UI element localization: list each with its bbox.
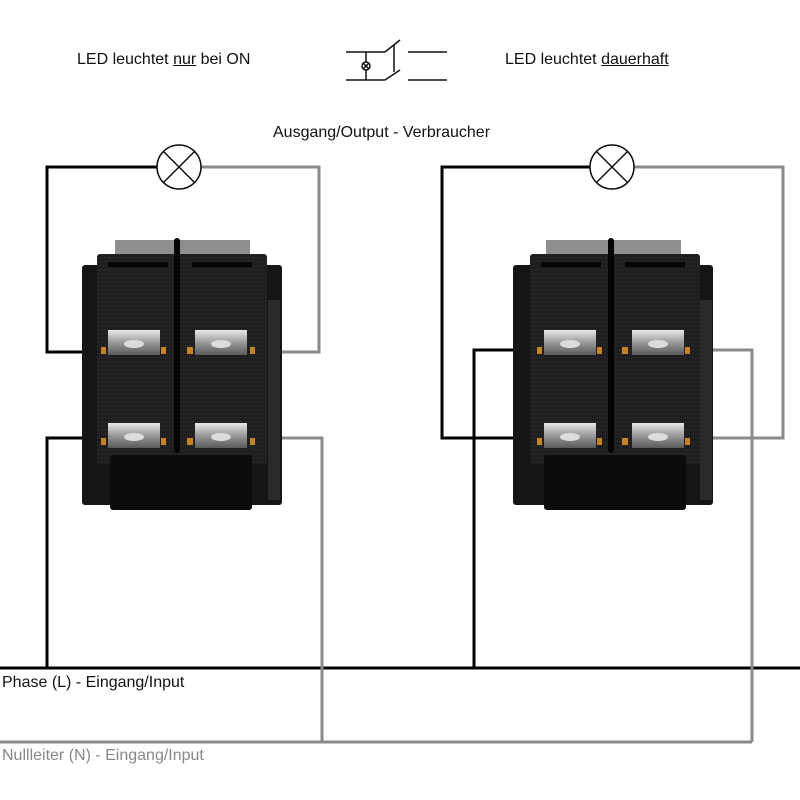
right-title-text: LED leuchtet xyxy=(505,51,602,68)
rocker-switch-left xyxy=(82,238,282,510)
left-switch-title: LED leuchtet nur bei ON xyxy=(77,51,250,69)
neutral-label: Nullleiter (N) - Eingang/Input xyxy=(2,747,204,764)
right-title-emphasis: dauerhaft xyxy=(601,51,669,68)
output-label: Ausgang/Output - Verbraucher xyxy=(273,124,491,141)
right-circuit-wires xyxy=(440,165,785,742)
lamp-left-icon xyxy=(156,144,202,190)
lamp-right-icon xyxy=(589,144,635,190)
left-title-emphasis: nur xyxy=(173,51,197,68)
phase-label: Phase (L) - Eingang/Input xyxy=(2,674,185,691)
illuminated-switch-symbol-icon xyxy=(346,39,447,81)
right-switch-title: LED leuchtet dauerhaft xyxy=(505,51,669,69)
left-title-text: LED leuchtet xyxy=(77,51,174,68)
rocker-switch-right xyxy=(513,238,713,510)
left-title-suffix: bei ON xyxy=(196,51,251,68)
